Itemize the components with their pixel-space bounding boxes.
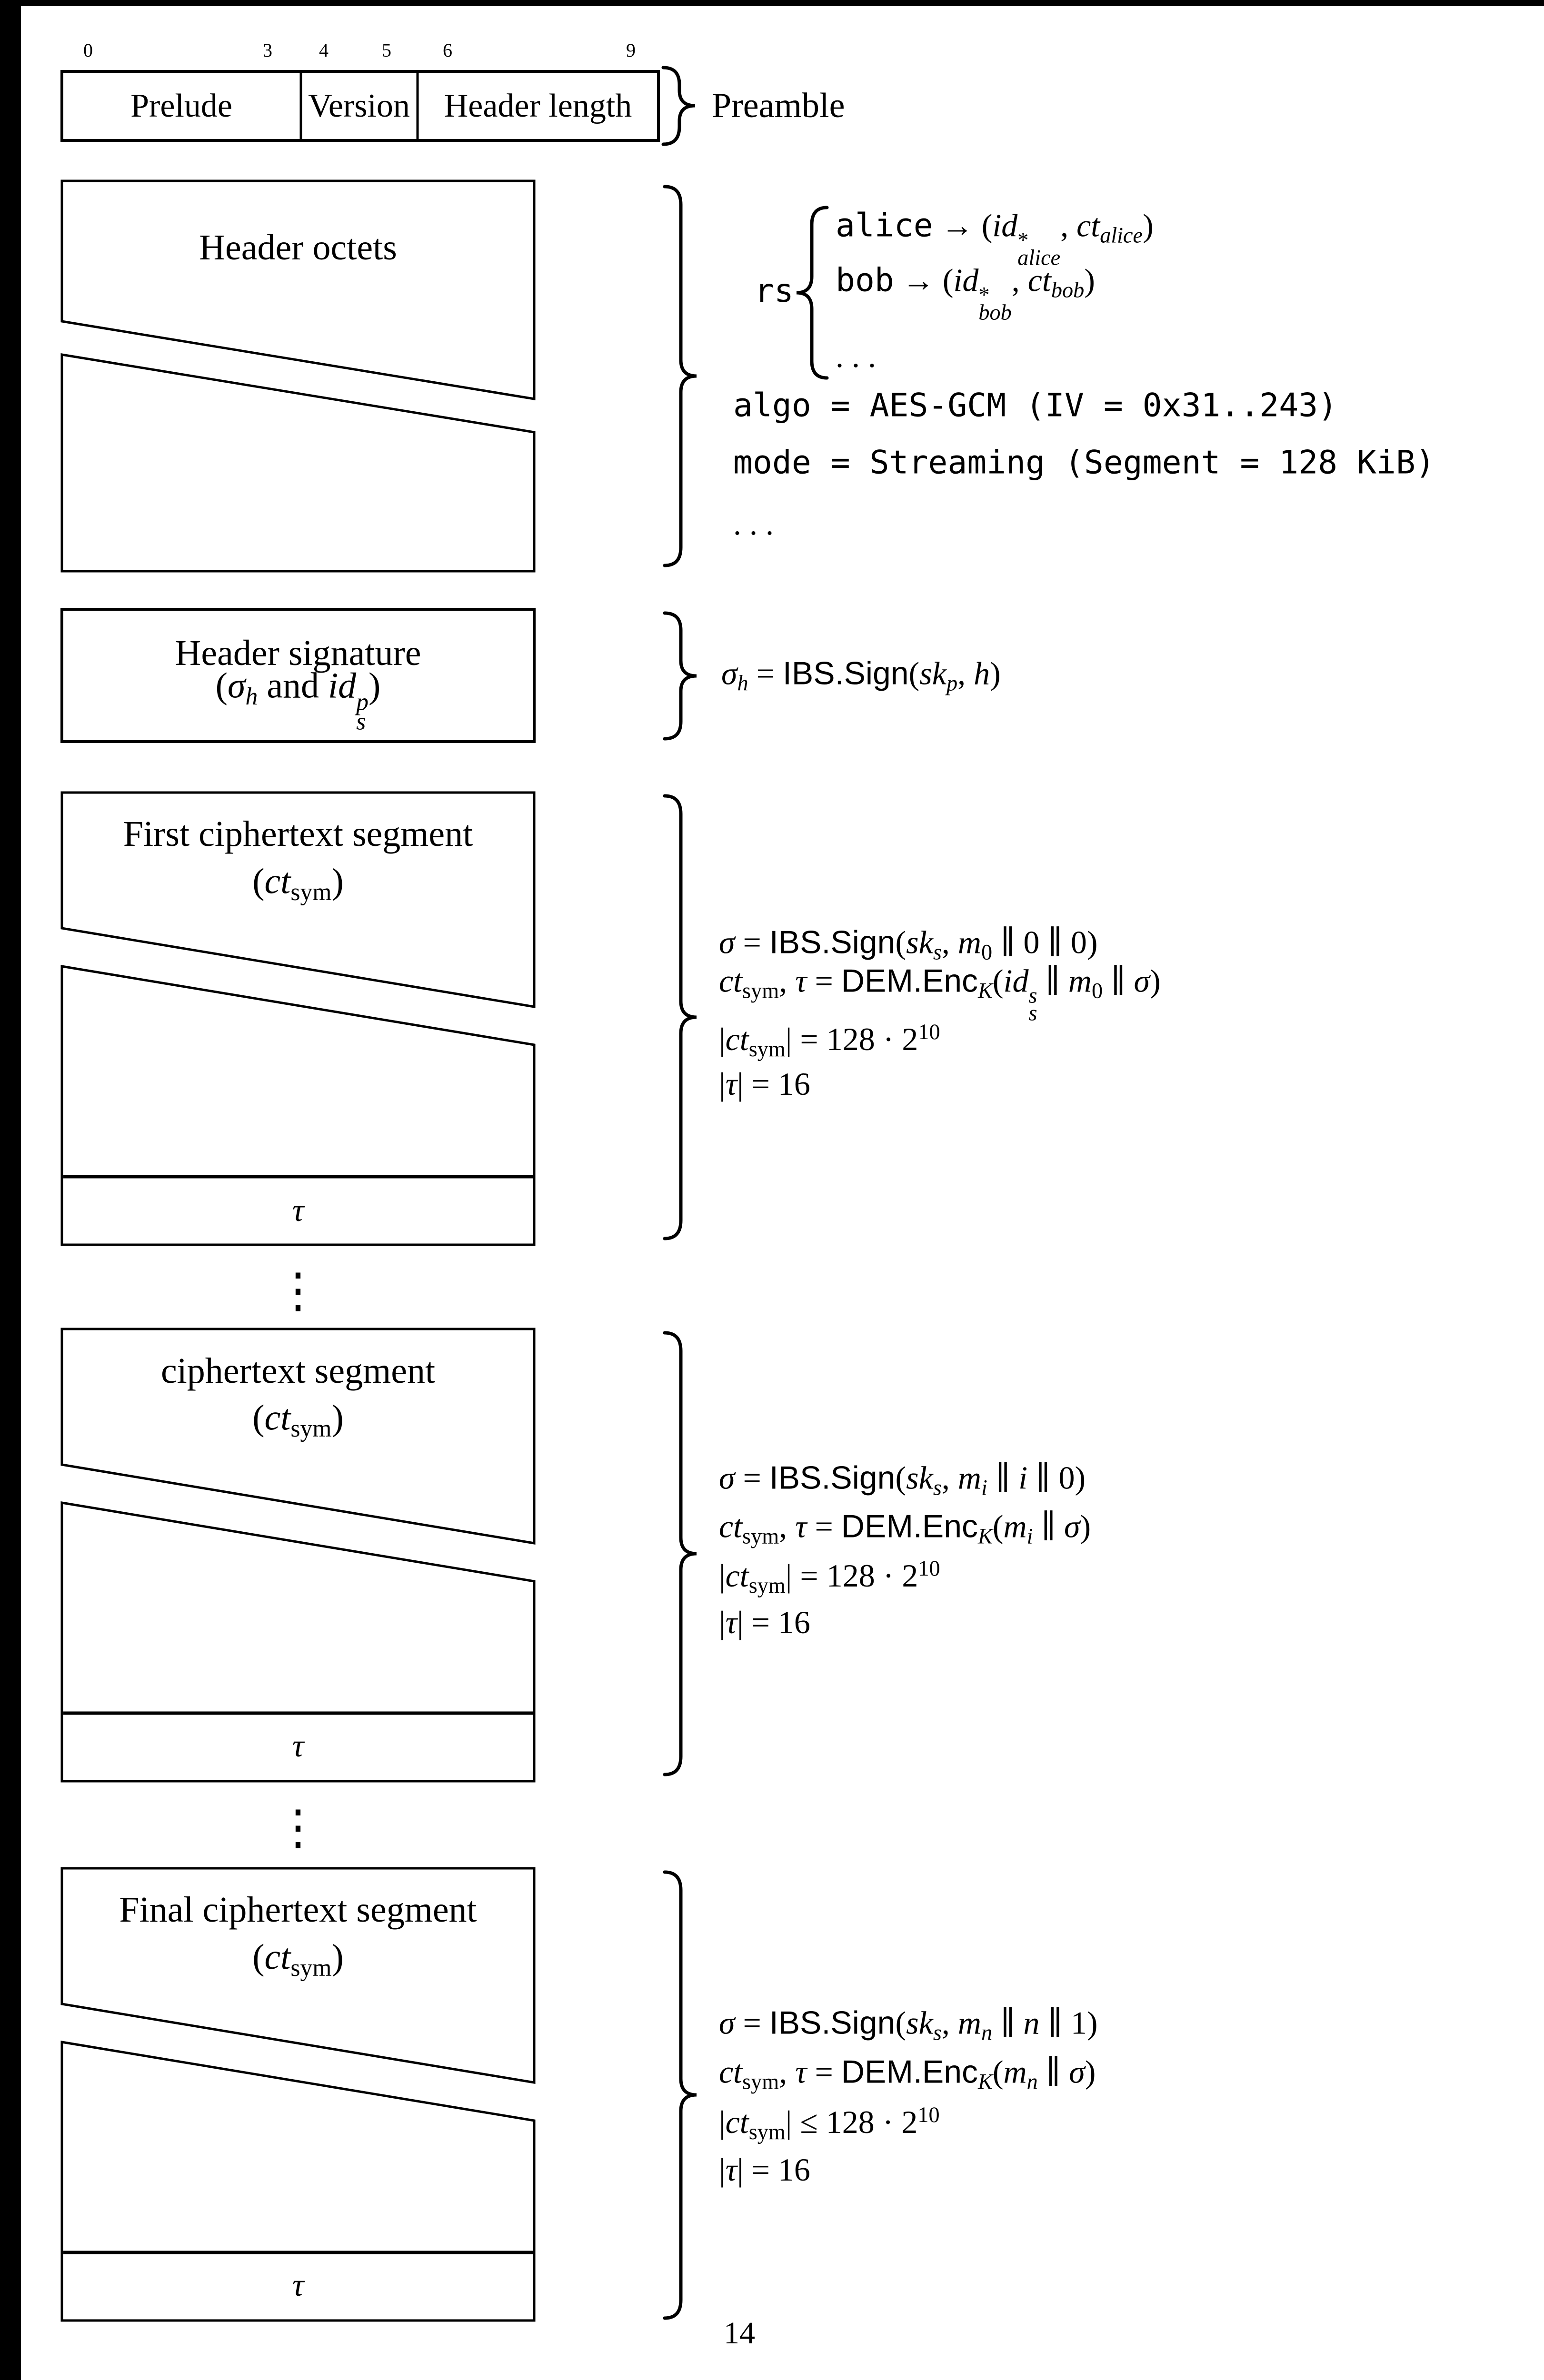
- rs-map-brace: [796, 206, 829, 380]
- rs-entry-bob: bob → (id*bob, ctbob): [836, 261, 1095, 325]
- segment1-eq-ctlen: |ctsym| = 128 · 210: [719, 1020, 940, 1061]
- header-octets-brace: [663, 185, 697, 567]
- segment2-eq-taulen: |τ| = 16: [719, 1604, 810, 1640]
- segment1-eq-sigma: σ = IBS.Sign(sks, m0 ∥ 0 ∥ 0): [719, 924, 1098, 965]
- segment3-eq-sigma: σ = IBS.Sign(sks, mn ∥ n ∥ 1): [719, 2004, 1098, 2045]
- header-octets-box-bottom: [60, 353, 536, 573]
- header-signature-brace: [663, 611, 697, 741]
- segment1-brace: [663, 794, 697, 1240]
- segment2-box-bottom: [60, 1501, 536, 1783]
- segment1-box-top: [60, 791, 536, 1008]
- header-signature-equation: σh = IBS.Sign(skp, h): [721, 655, 1001, 696]
- segment2-eq-sigma: σ = IBS.Sign(sks, mi ∥ i ∥ 0): [719, 1459, 1086, 1500]
- byte-offset-3: 3: [263, 40, 272, 61]
- segment2-eq-ctsym: ctsym, τ = DEM.EncK(mi ∥ σ): [719, 1508, 1091, 1549]
- segment1-tau-label: τ: [292, 1192, 304, 1228]
- preamble-label: Preamble: [712, 86, 845, 125]
- vertical-dots-2: ⋮: [274, 1801, 322, 1854]
- segment3-eq-ctlen: |ctsym| ≤ 128 · 210: [719, 2102, 940, 2144]
- segment2-eq-ctlen: |ctsym| = 128 · 210: [719, 1556, 940, 1598]
- rs-entry-ellipsis: . . .: [836, 338, 876, 374]
- segment1-box-bottom: [60, 965, 536, 1246]
- byte-offset-9: 9: [626, 40, 636, 61]
- preamble-brace: [661, 66, 696, 146]
- segment3-tau-label: τ: [292, 2267, 304, 2303]
- segment3-brace: [663, 1870, 697, 2320]
- byte-offset-0: 0: [83, 40, 93, 61]
- segment2-brace: [663, 1331, 697, 1776]
- rs-label: rs: [755, 272, 794, 310]
- page-number: 14: [724, 2316, 755, 2350]
- segment3-eq-taulen: |τ| = 16: [719, 2152, 810, 2188]
- segment3-eq-ctsym: ctsym, τ = DEM.EncK(mn ∥ σ): [719, 2053, 1096, 2094]
- segment1-label-line1: First ciphertext segment: [123, 814, 473, 854]
- header-signature-box: [60, 608, 536, 743]
- segment2-tau-label: τ: [292, 1727, 304, 1764]
- header-length-cell: Header length: [444, 88, 632, 124]
- page-background: [21, 6, 1544, 2380]
- preamble-box: [60, 70, 660, 142]
- header-field-algo: algo = AES-GCM (IV = 0x31..243): [733, 387, 1338, 425]
- segment1-eq-taulen: |τ| = 16: [719, 1066, 810, 1102]
- segment2-label-line2: (ctsym): [252, 1398, 344, 1442]
- segment3-label-line1: Final ciphertext segment: [119, 1890, 477, 1930]
- rs-entry-alice: alice → (id*alice, ctalice): [836, 207, 1154, 270]
- segment3-box-bottom: [60, 2041, 536, 2322]
- version-cell: Version: [308, 88, 410, 124]
- header-signature-label-line1: Header signature: [175, 633, 421, 673]
- segment2-box-top: [60, 1328, 536, 1545]
- byte-offset-6: 6: [443, 40, 452, 61]
- header-octets-box-top: [60, 179, 536, 400]
- segment2-label-line1: ciphertext segment: [160, 1351, 436, 1391]
- segment3-label-line2: (ctsym): [252, 1937, 344, 1982]
- segment3-box-top: [60, 1867, 536, 2084]
- header-octets-label: Header octets: [199, 228, 397, 268]
- prelude-cell: Prelude: [130, 88, 232, 124]
- byte-offset-5: 5: [382, 40, 391, 61]
- vertical-dots-1: ⋮: [274, 1264, 322, 1317]
- byte-offset-4: 4: [319, 40, 329, 61]
- header-field-mode: mode = Streaming (Segment = 128 KiB): [733, 444, 1435, 482]
- segment1-label-line2: (ctsym): [252, 861, 344, 906]
- header-field-ellipsis: . . .: [733, 506, 774, 542]
